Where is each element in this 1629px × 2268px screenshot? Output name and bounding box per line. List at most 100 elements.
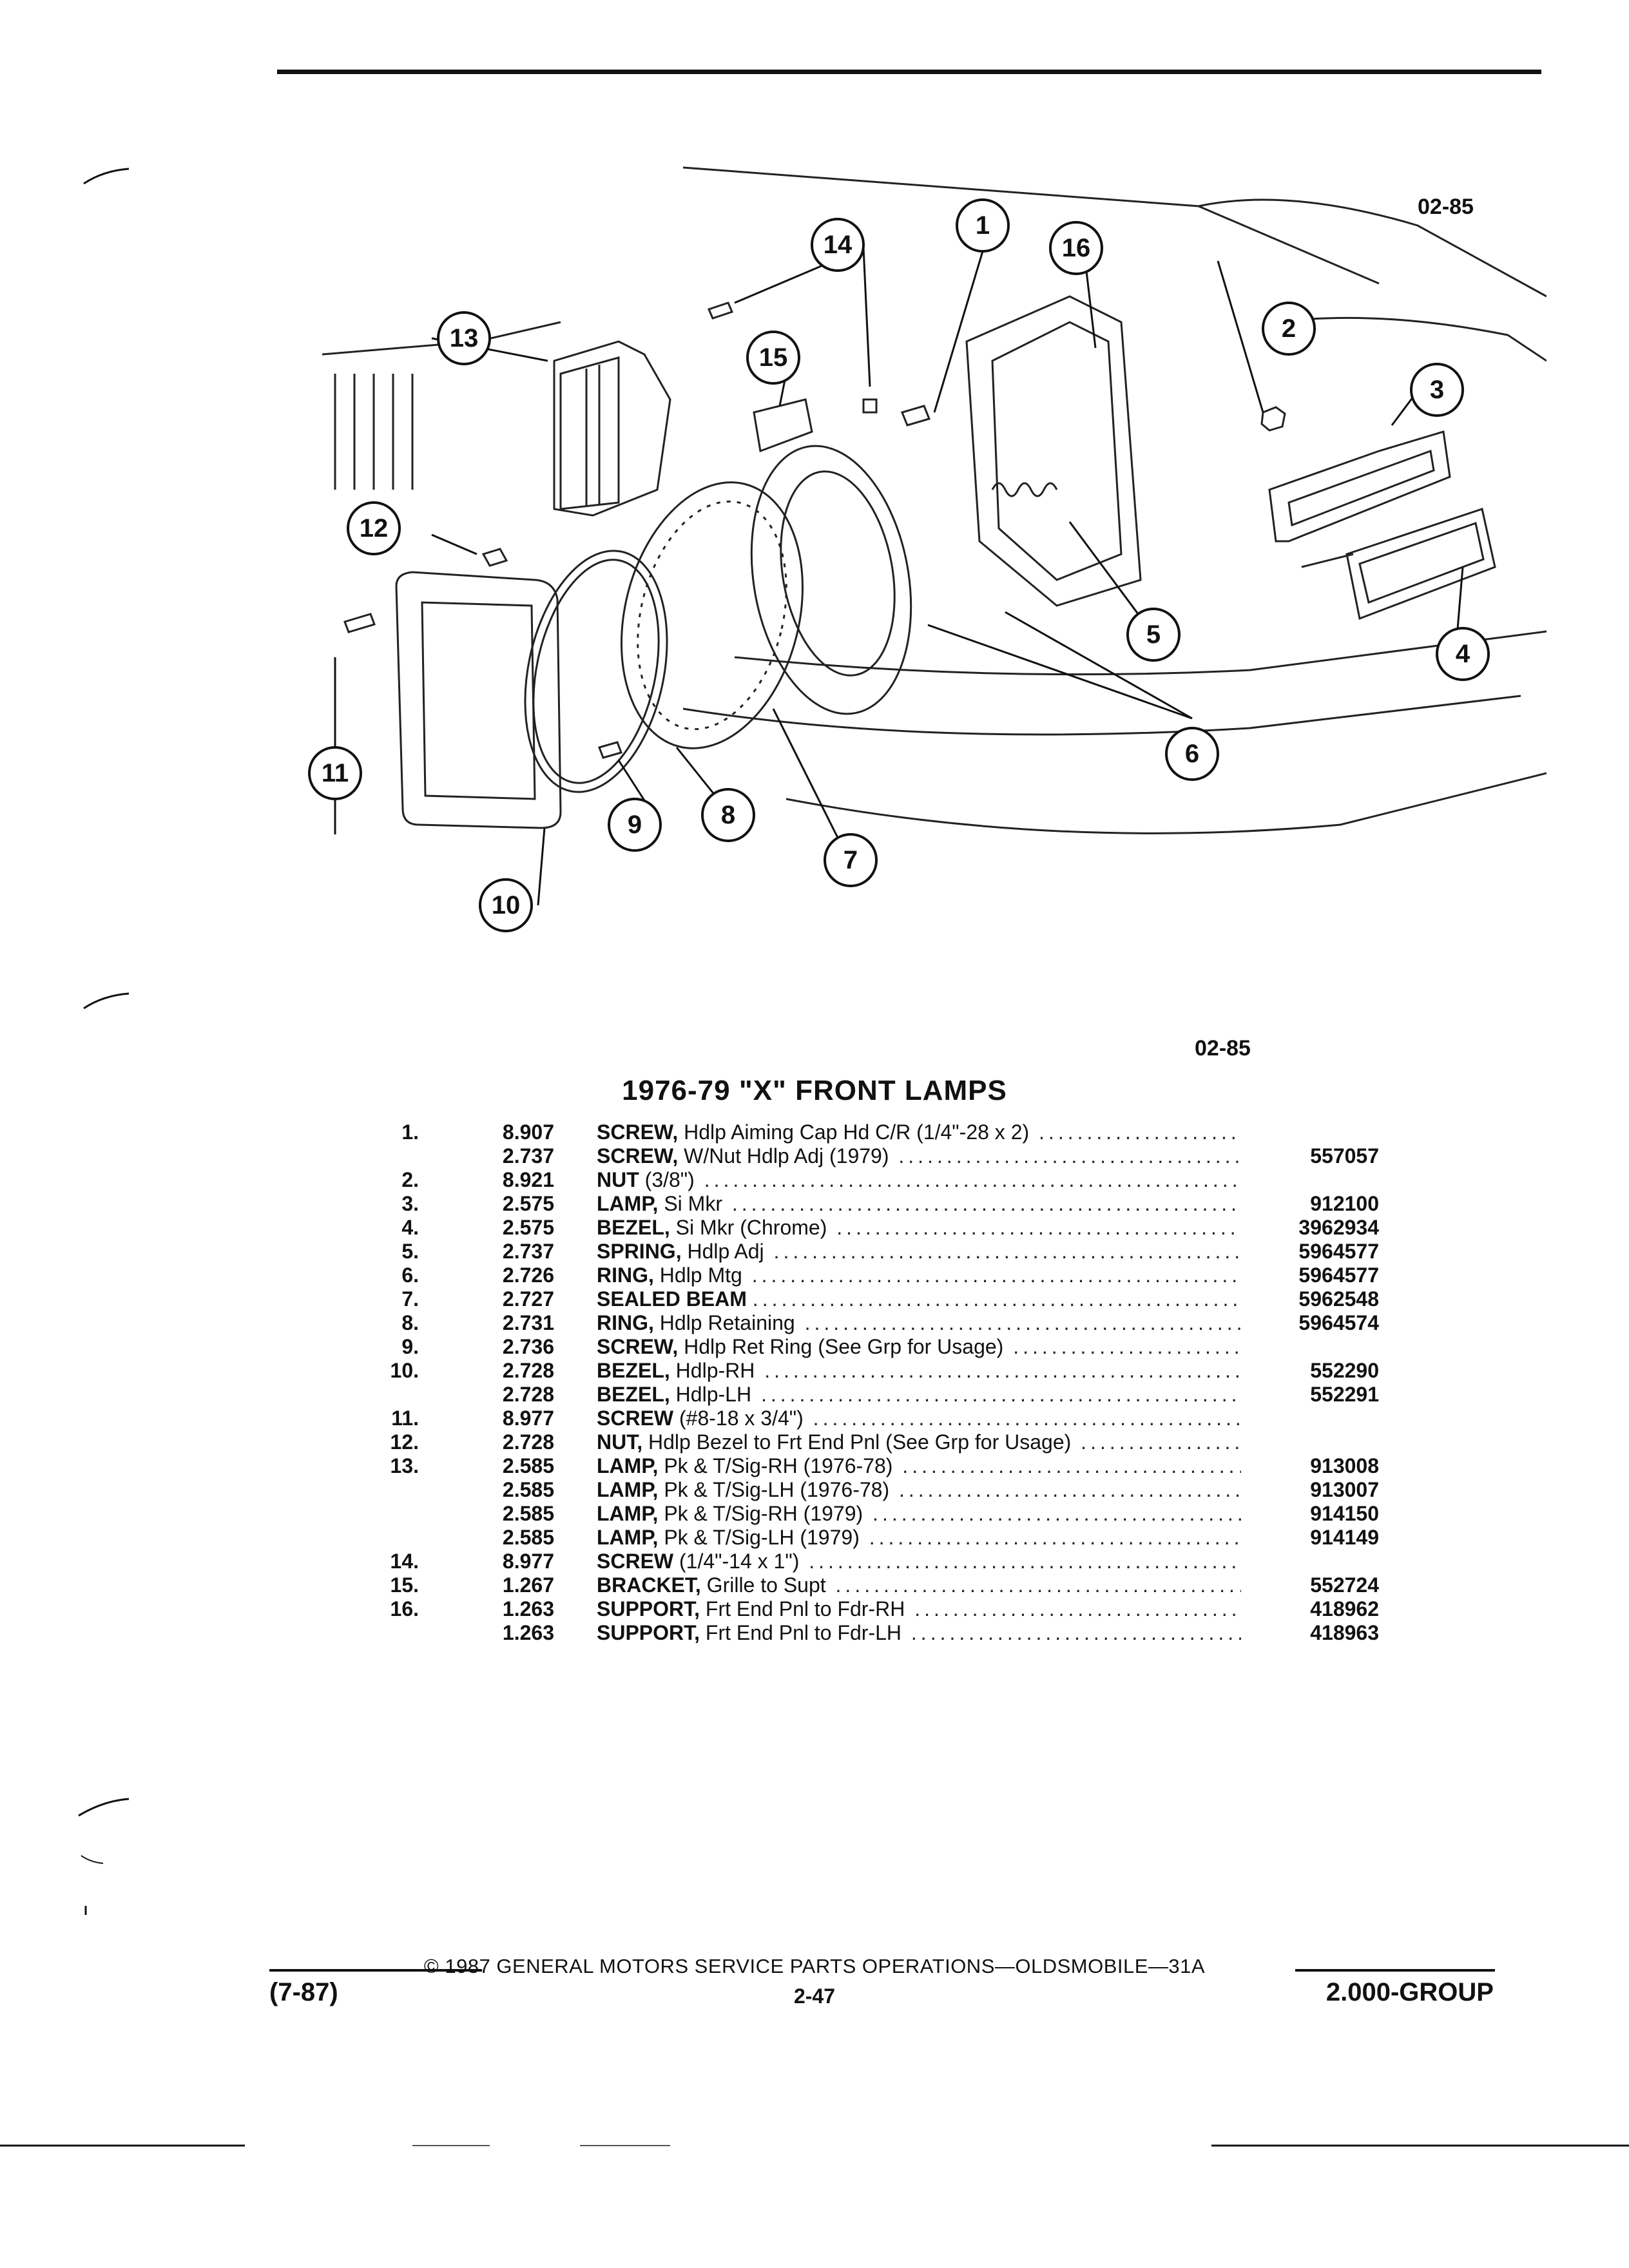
leader-dots: ........................................… bbox=[836, 1216, 1241, 1239]
item-number: 16. bbox=[390, 1597, 419, 1620]
callout-10: 10 bbox=[479, 878, 533, 932]
group-number: 8.921 bbox=[502, 1168, 554, 1191]
item-number: 12. bbox=[390, 1430, 419, 1454]
part-description: NUT (3/8") .............................… bbox=[597, 1168, 1241, 1192]
leader-dots: ........................................… bbox=[898, 1478, 1241, 1501]
grille-lines bbox=[334, 374, 414, 490]
part-detail: (#8-18 x 3/4") bbox=[679, 1407, 804, 1430]
leader-dots: ........................................… bbox=[752, 1287, 1241, 1311]
park-lamp bbox=[553, 340, 671, 517]
group-number: 2.728 bbox=[502, 1359, 554, 1382]
part-name: SCREW, bbox=[597, 1335, 679, 1358]
item-number: 15. bbox=[390, 1573, 419, 1597]
group-number: 2.737 bbox=[502, 1144, 554, 1168]
callout-3: 3 bbox=[1410, 363, 1464, 417]
part-name: NUT, bbox=[597, 1430, 643, 1454]
svg-text:4: 4 bbox=[1456, 640, 1470, 668]
part-number: 914150 bbox=[1310, 1502, 1379, 1525]
part-name: NUT bbox=[597, 1168, 639, 1191]
part-number: 418963 bbox=[1310, 1621, 1379, 1644]
part-detail: Hdlp Bezel to Frt End Pnl (See Grp for U… bbox=[648, 1430, 1072, 1454]
part-name: LAMP, bbox=[597, 1502, 659, 1525]
leader-dots: ........................................… bbox=[760, 1383, 1241, 1406]
leader-dots: ........................................… bbox=[731, 1192, 1241, 1215]
part-description: LAMP, Pk & T/Sig-LH (1979) .............… bbox=[597, 1525, 1241, 1550]
part-number: 5964577 bbox=[1298, 1264, 1379, 1287]
figure-ref-top: 02-85 bbox=[1418, 195, 1474, 219]
part-detail: Si Mkr (Chrome) bbox=[675, 1216, 827, 1239]
bolt-4 bbox=[1301, 553, 1354, 568]
svg-text:10: 10 bbox=[492, 891, 521, 919]
callout-12: 12 bbox=[347, 501, 401, 555]
svg-text:9: 9 bbox=[628, 811, 642, 839]
part-description: NUT, Hdlp Bezel to Frt End Pnl (See Grp … bbox=[597, 1430, 1241, 1454]
group-number: 8.977 bbox=[502, 1550, 554, 1573]
callout-8: 8 bbox=[701, 788, 755, 842]
item-number: 7. bbox=[401, 1287, 419, 1311]
part-name: SCREW bbox=[597, 1550, 674, 1573]
sealed-beam bbox=[621, 481, 804, 749]
adjuster-spring bbox=[991, 482, 1058, 497]
part-detail: Pk & T/Sig-RH (1979) bbox=[664, 1502, 863, 1525]
part-number: 552290 bbox=[1310, 1359, 1379, 1382]
part-detail: Hdlp-LH bbox=[675, 1383, 752, 1406]
part-detail: Hdlp Adj bbox=[687, 1240, 764, 1263]
parts-row: 14. 8.977 SCREW (1/4"-14 x 1") ...........… bbox=[0, 1549, 1629, 1573]
part-detail: Pk & T/Sig-LH (1976-78) bbox=[664, 1478, 890, 1501]
part-detail: Hdlp Ret Ring (See Grp for Usage) bbox=[684, 1335, 1004, 1358]
svg-text:13: 13 bbox=[450, 324, 479, 352]
svg-text:7: 7 bbox=[843, 846, 858, 874]
callout-11: 11 bbox=[308, 746, 362, 800]
part-name: SCREW, bbox=[597, 1120, 679, 1144]
group-number: 1.267 bbox=[502, 1573, 554, 1597]
part-description: SCREW, Hdlp Aiming Cap Hd C/R (1/4"-28 x… bbox=[597, 1120, 1241, 1144]
part-detail: Hdlp Mtg bbox=[659, 1264, 742, 1287]
group-number: 2.575 bbox=[502, 1216, 554, 1239]
hood-outline bbox=[682, 166, 1380, 285]
item-number: 14. bbox=[390, 1550, 419, 1573]
svg-text:6: 6 bbox=[1185, 740, 1199, 768]
group-number: 8.907 bbox=[502, 1120, 554, 1144]
group-number: 2.736 bbox=[502, 1335, 554, 1358]
part-detail: (1/4"-14 x 1") bbox=[679, 1550, 800, 1573]
group-number: 2.737 bbox=[502, 1240, 554, 1263]
screw-9 bbox=[598, 741, 622, 759]
part-detail: Hdlp Retaining bbox=[659, 1311, 795, 1334]
top-rule bbox=[277, 70, 1541, 74]
part-name: BRACKET, bbox=[597, 1573, 701, 1597]
footer-rule-right bbox=[1295, 1969, 1495, 1972]
part-name: BEZEL, bbox=[597, 1359, 670, 1382]
part-name: LAMP, bbox=[597, 1454, 659, 1477]
part-name: BEZEL, bbox=[597, 1216, 670, 1239]
item-number: 10. bbox=[390, 1359, 419, 1382]
svg-text:2: 2 bbox=[1282, 314, 1296, 343]
part-number: 5962548 bbox=[1298, 1287, 1379, 1311]
leader-dots: ........................................… bbox=[1081, 1430, 1241, 1454]
item-number: 4. bbox=[401, 1216, 419, 1239]
part-detail: Hdlp Aiming Cap Hd C/R (1/4"-28 x 2) bbox=[684, 1120, 1030, 1144]
part-name: SUPPORT, bbox=[597, 1621, 700, 1644]
leader-dots: ........................................… bbox=[809, 1550, 1241, 1573]
svg-text:5: 5 bbox=[1146, 620, 1161, 649]
part-number: 912100 bbox=[1310, 1192, 1379, 1215]
part-name: LAMP, bbox=[597, 1192, 659, 1215]
part-description: RING, Hdlp Mtg .........................… bbox=[597, 1263, 1241, 1287]
part-name: SCREW bbox=[597, 1407, 674, 1430]
mounting-ring bbox=[750, 445, 912, 715]
svg-text:15: 15 bbox=[759, 343, 788, 372]
nut-12 bbox=[481, 548, 508, 567]
copyright-line: © 1987 GENERAL MOTORS SERVICE PARTS OPER… bbox=[423, 1955, 1206, 1977]
group-number: 2.727 bbox=[502, 1287, 554, 1311]
svg-text:12: 12 bbox=[360, 514, 389, 543]
part-detail: Frt End Pnl to Fdr-LH bbox=[705, 1621, 902, 1644]
screw-14b bbox=[862, 398, 878, 414]
group-number: 2.731 bbox=[502, 1311, 554, 1334]
part-number: 913007 bbox=[1310, 1478, 1379, 1501]
